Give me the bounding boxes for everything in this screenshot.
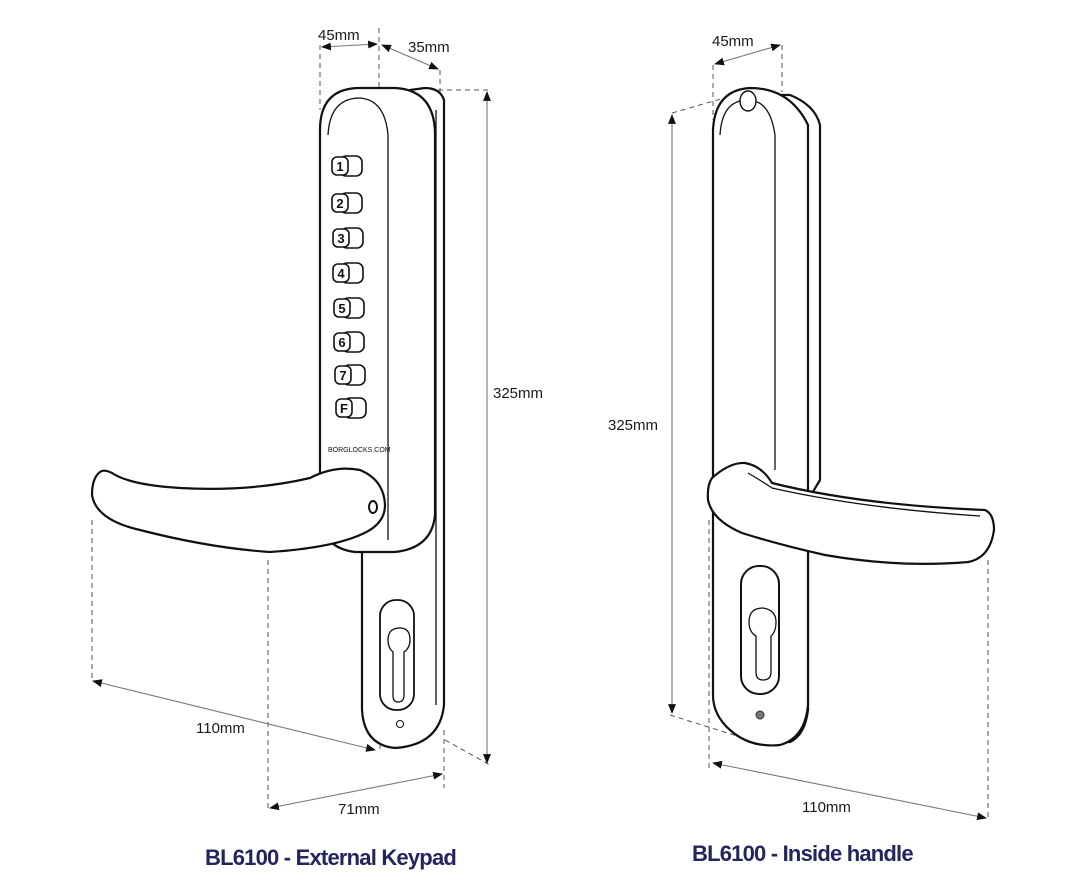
key-1: 1 (331, 155, 363, 177)
external-lever-handle (90, 467, 387, 554)
svg-text:5: 5 (338, 301, 345, 316)
cylinder-cutout (379, 599, 415, 728)
dim-height-325: 325mm (493, 385, 543, 402)
brand-text: BORGLOCKS.COM (328, 447, 391, 454)
inside-lever-handle (706, 461, 996, 565)
key-2: 2 (331, 192, 363, 214)
svg-text:F: F (340, 401, 348, 416)
inside-backplate (711, 86, 810, 747)
dim-projection-71: 71mm (338, 801, 380, 818)
dim-handle-110: 110mm (196, 720, 245, 737)
key-f: F (335, 397, 367, 419)
svg-text:1: 1 (336, 159, 343, 174)
dim-inside-handle-110: 110mm (802, 799, 851, 816)
inside-handle-caption: BL6100 - Inside handle (692, 841, 914, 866)
key-6: 6 (333, 331, 365, 353)
svg-text:6: 6 (338, 335, 345, 350)
inside-handle-drawing: 45mm 325mm 110mm (608, 33, 996, 821)
dim-width-35: 35mm (408, 39, 450, 56)
right-dimensions: 45mm 325mm 110mm (608, 33, 987, 821)
svg-text:2: 2 (336, 196, 343, 211)
external-keypad-caption: BL6100 - External Keypad (205, 845, 457, 870)
key-3: 3 (332, 227, 364, 249)
external-keypad-drawing: 1 2 3 4 5 (90, 27, 543, 818)
inside-cylinder-cutout (740, 565, 780, 720)
key-5: 5 (333, 297, 365, 319)
key-4: 4 (332, 262, 364, 284)
keypad-keys: 1 2 3 4 5 (328, 155, 391, 454)
dim-inside-depth-45: 45mm (712, 33, 754, 50)
key-7: 7 (334, 364, 366, 386)
svg-text:3: 3 (337, 231, 344, 246)
svg-text:7: 7 (339, 368, 346, 383)
dim-depth-45: 45mm (318, 27, 360, 44)
left-dimensions: 45mm 35mm 325mm 110mm 71mm (92, 27, 543, 818)
dim-inside-height-325: 325mm (608, 417, 658, 434)
svg-text:4: 4 (337, 266, 345, 281)
